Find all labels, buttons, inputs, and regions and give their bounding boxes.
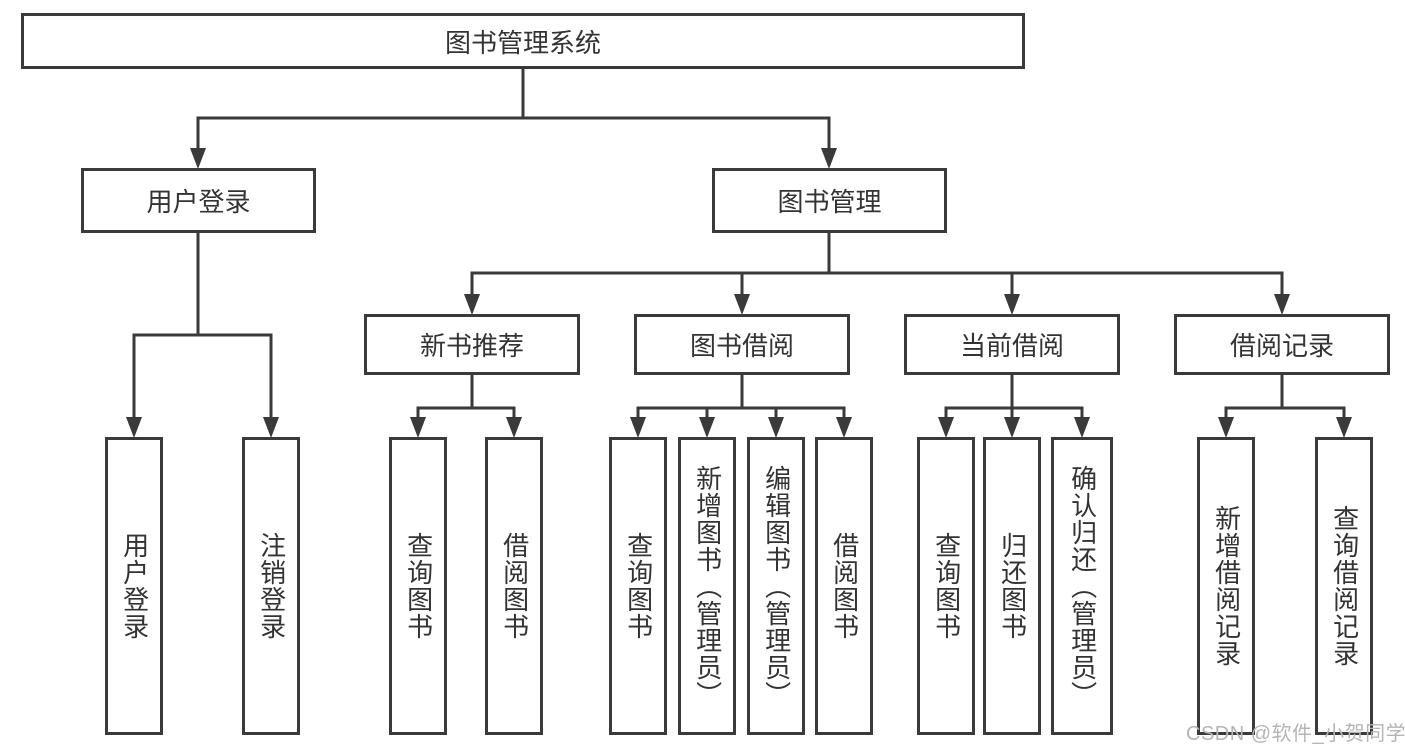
- leaf-query-borrow-record: 查询借阅记录: [1315, 437, 1373, 735]
- node-label: 查询图书: [623, 532, 654, 640]
- node-label: 借阅记录: [1229, 331, 1334, 361]
- node-label: 新书推荐: [419, 331, 524, 361]
- leaf-confirm-return-admin: 确认归还（管理员）: [1051, 437, 1113, 735]
- leaf-add-borrow-record: 新增借阅记录: [1197, 437, 1255, 735]
- node-label: 编辑图书（管理员）: [761, 464, 792, 708]
- node-label: 借阅图书: [499, 532, 530, 640]
- node-label: 图书管理系统: [444, 27, 601, 58]
- leaf-edit-book-admin: 编辑图书（管理员）: [747, 437, 805, 735]
- node-label: 注销登录: [256, 532, 287, 640]
- node-label: 借阅图书: [829, 532, 860, 640]
- leaf-query-books-borrowing: 查询图书: [609, 437, 667, 735]
- node-borrowing-records: 借阅记录: [1174, 314, 1390, 375]
- node-label: 查询图书: [931, 532, 962, 640]
- csdn-watermark: CSDN @软件_小贺同学: [1186, 723, 1405, 745]
- leaf-borrow-books-recommend: 借阅图书: [485, 437, 543, 735]
- node-new-book-recommendation: 新书推荐: [364, 314, 580, 375]
- node-label: 当前借阅: [959, 331, 1064, 361]
- node-label: 新增图书（管理员）: [692, 464, 723, 708]
- node-label: 图书借阅: [689, 331, 794, 361]
- node-book-borrowing: 图书借阅: [634, 314, 850, 375]
- leaf-user-login: 用户登录: [105, 437, 163, 735]
- node-label: 归还图书: [997, 532, 1028, 640]
- leaf-query-books-current: 查询图书: [917, 437, 975, 735]
- node-label: 用户登录: [146, 187, 251, 217]
- node-book-management: 图书管理: [712, 168, 947, 233]
- node-current-borrowing: 当前借阅: [904, 314, 1120, 375]
- leaf-add-book-admin: 新增图书（管理员）: [678, 437, 736, 735]
- node-library-management-system: 图书管理系统: [21, 13, 1025, 69]
- leaf-logout: 注销登录: [242, 437, 300, 735]
- node-label: 图书管理: [777, 187, 882, 217]
- node-label: 确认归还（管理员）: [1067, 464, 1098, 708]
- arrowhead-icons: [126, 148, 1352, 438]
- node-label: 新增借阅记录: [1211, 505, 1242, 667]
- node-user-login: 用户登录: [81, 168, 316, 233]
- node-label: 查询借阅记录: [1329, 505, 1360, 667]
- node-label: 用户登录: [119, 532, 150, 640]
- leaf-query-books-recommend: 查询图书: [389, 437, 447, 735]
- leaf-borrow-books: 借阅图书: [815, 437, 873, 735]
- leaf-return-books: 归还图书: [983, 437, 1041, 735]
- node-label: 查询图书: [403, 532, 434, 640]
